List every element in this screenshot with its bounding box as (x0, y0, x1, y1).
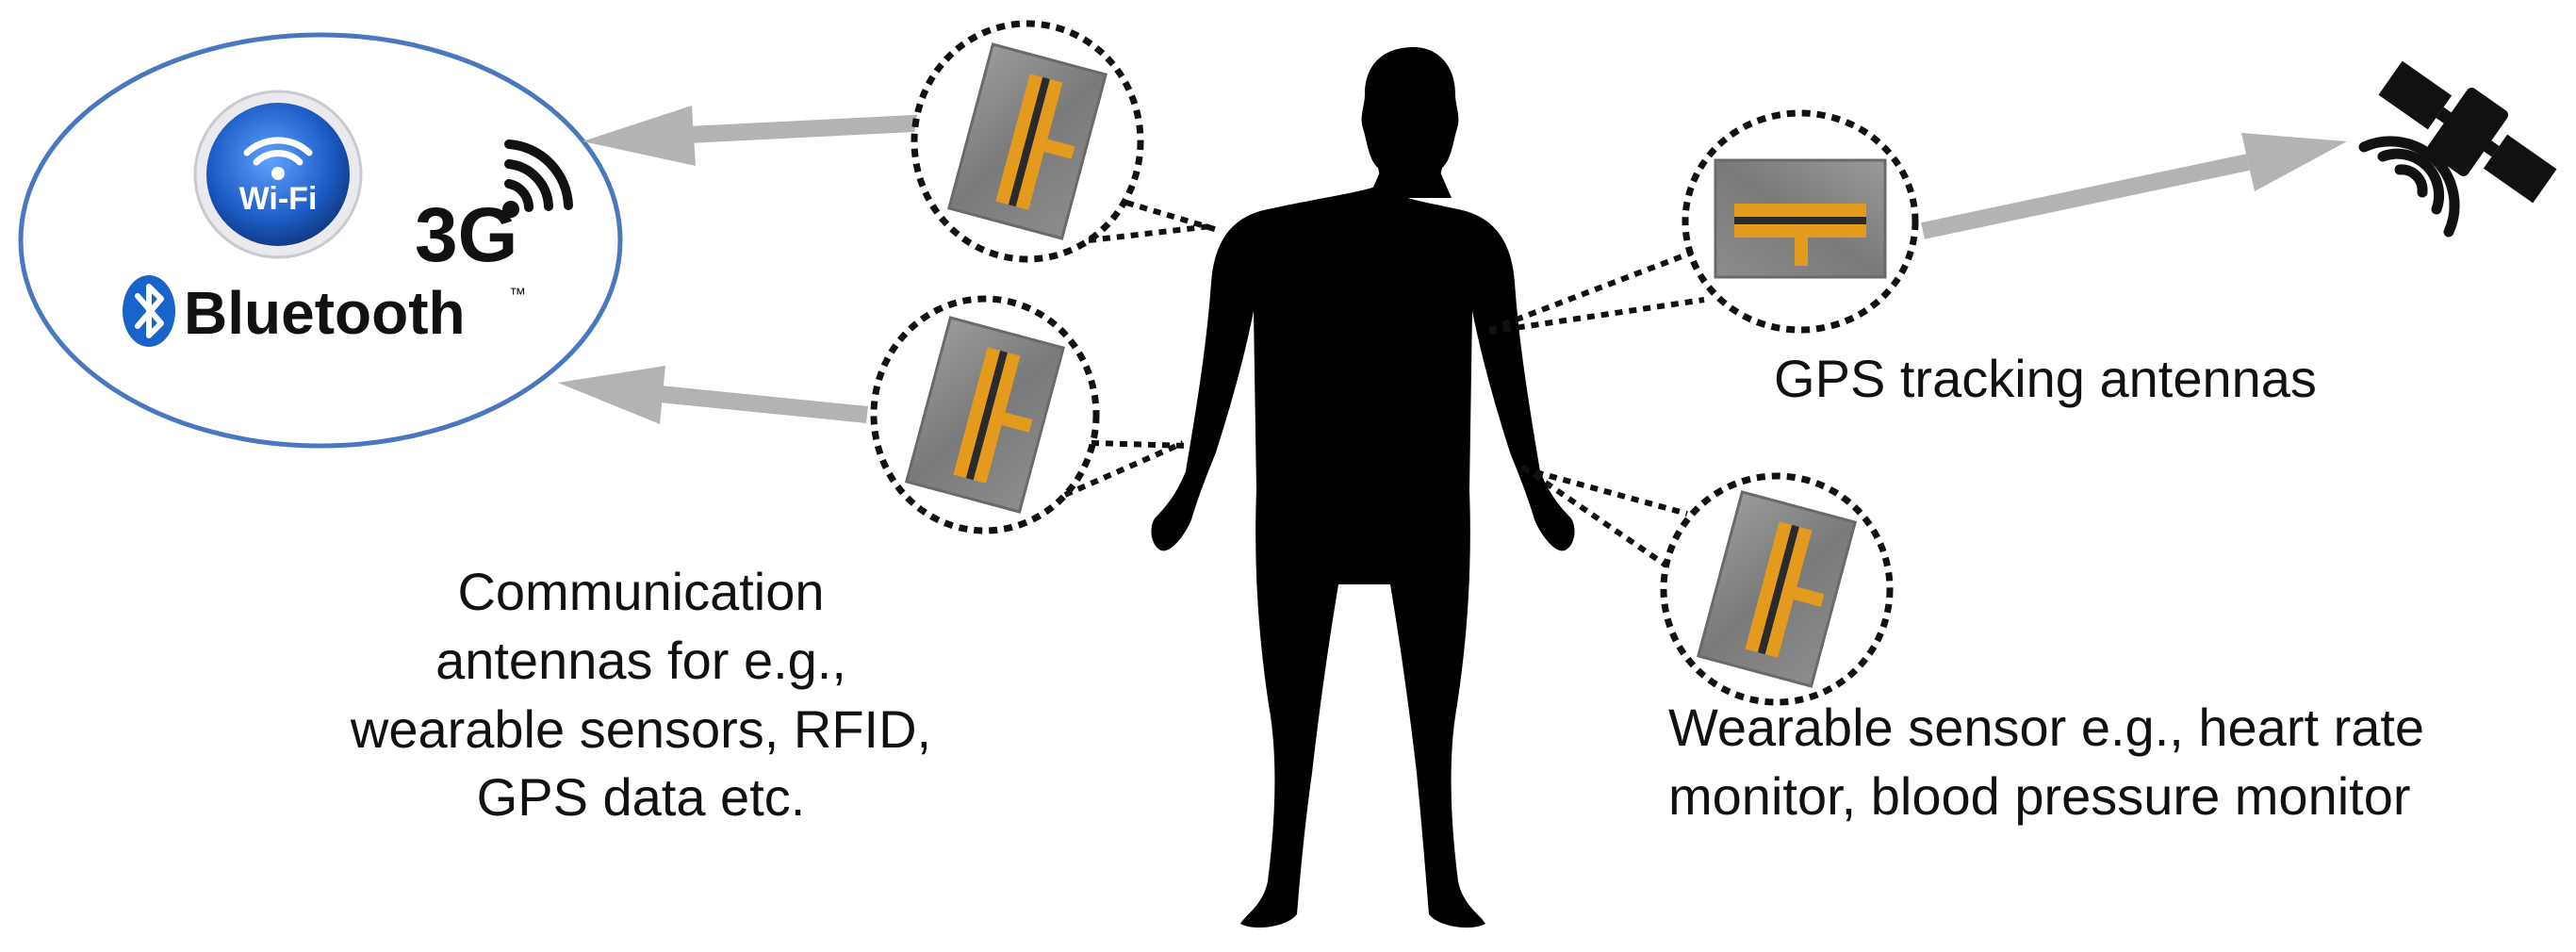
caption-line: Communication (457, 562, 825, 621)
arrow-to-satellite (1921, 133, 2347, 239)
satellite-icon (2358, 60, 2557, 238)
caption-line: antennas for e.g., (435, 630, 846, 690)
bluetooth-icon: Bluetooth ™ (123, 275, 526, 347)
antenna-callout-shoulder (911, 20, 1219, 263)
caption-line: wearable sensors, RFID, (350, 698, 932, 759)
communication-antennas-caption: Communication antennas for e.g., wearabl… (302, 558, 980, 832)
arrow-to-network-bottom (558, 366, 868, 424)
caption-line: GPS data etc. (476, 767, 806, 828)
bluetooth-label: Bluetooth (184, 279, 466, 347)
caption-line: Wearable sensor e.g., heart rate (1668, 698, 2425, 757)
antenna-callout-wrist (1520, 464, 1894, 706)
caption-line: monitor, blood pressure monitor (1668, 765, 2411, 826)
antenna-patch-icon (1714, 158, 1887, 279)
gps-antennas-caption: GPS tracking antennas (1774, 349, 2317, 408)
antenna-callout-gps (1487, 109, 1919, 335)
wifi-label: Wi-Fi (239, 181, 318, 217)
antenna-callout-hip (870, 295, 1190, 534)
threeg-label: 3G (415, 192, 517, 278)
cellular-signal-icon: 3G (415, 140, 573, 278)
wearable-sensor-caption: Wearable sensor e.g., heart rate monitor… (1668, 694, 2517, 831)
human-silhouette (1151, 47, 1575, 928)
bluetooth-trademark: ™ (509, 285, 526, 304)
wifi-icon: Wi-Fi (193, 90, 363, 259)
